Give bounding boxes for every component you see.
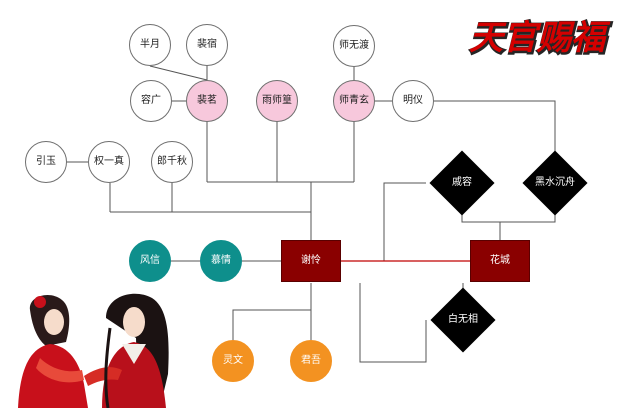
link-qirong-bus [383,182,426,261]
node-lingwen: 灵文 [212,340,254,382]
node-label: 君吾 [301,355,321,366]
left-character-face [44,309,64,335]
node-yushihuang: 雨师篁 [256,80,298,122]
right-character-robe [102,342,166,408]
character-illustration [18,293,169,408]
right-character-face [123,307,145,337]
node-xielian: 谢怜 [281,240,341,282]
left-character-sleeve [36,358,84,383]
node-label: 风信 [140,255,160,266]
link-mingyi-heishuichenzhou [434,100,556,160]
node-langqianqiu: 郎千秋 [151,141,193,183]
node-label: 白无相 [448,314,478,325]
node-muqing: 慕情 [200,240,242,282]
node-label: 引玉 [36,156,56,167]
node-label: 权一真 [94,156,124,167]
node-junwu: 君吾 [290,340,332,382]
node-label: 黑水沉舟 [535,177,575,188]
node-label: 戚容 [452,177,472,188]
link-heishuichenzhou-huacheng [500,206,556,223]
node-shiqingxuan: 师青玄 [333,80,375,122]
node-banyue: 半月 [129,24,171,66]
node-label: 裴茗 [197,95,217,106]
node-label: 花城 [490,255,510,266]
link-xielian-lingwen-junwu [232,283,312,340]
node-label: 明仪 [403,95,423,106]
node-label: 雨师篁 [262,95,292,106]
node-label: 半月 [140,39,160,50]
node-label: 裴宿 [197,39,217,50]
node-label: 灵文 [223,355,243,366]
node-label: 容广 [141,95,161,106]
title-logo: 天官赐福 天官赐福 [469,18,614,61]
node-rongguang: 容广 [130,80,172,122]
node-peisu: 裴宿 [186,24,228,66]
node-fengxin: 风信 [129,240,171,282]
node-yinyu: 引玉 [25,141,67,183]
right-character-hair-strand [104,327,112,408]
node-baiwuxiang: 白无相 [440,297,486,343]
node-qirong: 戚容 [439,160,485,206]
link-banyue-peiming [149,65,208,81]
node-mingyi: 明仪 [392,80,434,122]
right-character-collar [122,344,146,364]
node-shiwudu: 师无渡 [333,25,375,67]
link-xielian-baiwuxiang [359,283,427,363]
node-heishuichenzhou: 黑水沉舟 [532,160,578,206]
link-qirong-huacheng [461,206,501,240]
node-peiming: 裴茗 [186,80,228,122]
title-logo-shadow: 天官赐福 [470,19,612,59]
left-character-flower [34,296,46,308]
node-label: 慕情 [211,255,231,266]
title-logo-text: 天官赐福 [469,18,611,58]
node-label: 郎千秋 [157,156,187,167]
node-label: 师青玄 [339,95,369,106]
node-label: 谢怜 [301,255,321,266]
right-character-arm [84,367,122,386]
node-label: 师无渡 [339,40,369,51]
node-quanyizhen: 权一真 [88,141,130,183]
node-huacheng: 花城 [470,240,530,282]
